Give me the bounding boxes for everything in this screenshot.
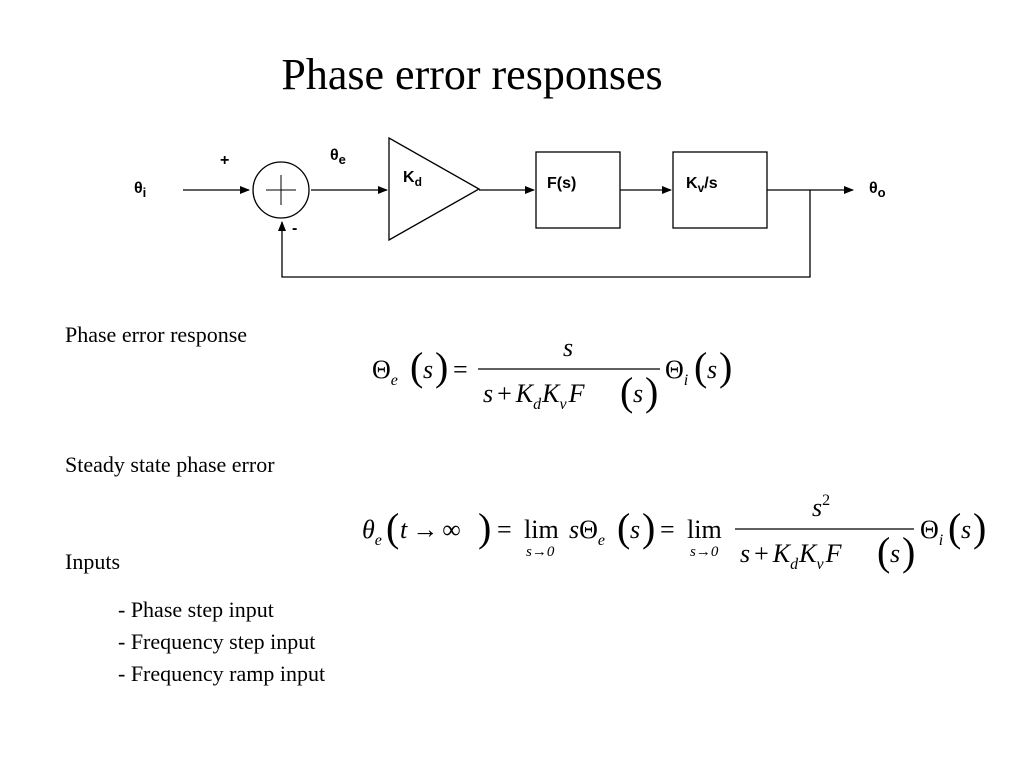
- svg-text:lim: lim: [687, 515, 722, 544]
- svg-text:s: s: [630, 515, 640, 544]
- svg-text:s: s: [707, 355, 717, 384]
- vco-block: [672, 151, 768, 229]
- input-item-frequency-ramp: - Frequency ramp input: [118, 661, 326, 686]
- svg-text:Θe: Θe: [372, 355, 398, 389]
- eq2-paren-open: (: [386, 505, 399, 550]
- svg-text:s: s: [890, 539, 900, 568]
- svg-text:t→∞: t→∞: [400, 515, 461, 544]
- gain-block: [388, 136, 481, 242]
- filter-block: [535, 151, 621, 229]
- equation-phase-error-response: Θe ( s ) = s s+KdKvF ( s ) Θi ( s ): [372, 333, 732, 414]
- eq1-rhs-paren-close: ): [719, 344, 732, 389]
- svg-text:s: s: [423, 355, 433, 384]
- eq2-arg-paren-open: (: [617, 505, 630, 550]
- minus-sign: -: [292, 220, 297, 237]
- plus-sign: +: [220, 152, 229, 169]
- svg-text:=: =: [453, 355, 468, 384]
- eq1-paren-close: ): [435, 344, 448, 389]
- svg-text:lim: lim: [524, 515, 559, 544]
- svg-text:s+KdKvF: s+KdKvF: [483, 379, 586, 413]
- svg-text:s→0: s→0: [690, 544, 719, 560]
- svg-text:=: =: [497, 515, 512, 544]
- eq2-rhs-paren-close: ): [973, 505, 986, 550]
- svg-text:s2: s2: [812, 492, 830, 522]
- eq1-rhs-paren-open: (: [694, 344, 707, 389]
- svg-text:Θi: Θi: [920, 515, 943, 549]
- svg-text:sΘe: sΘe: [569, 515, 605, 549]
- filter-block-label: F(s): [547, 175, 576, 192]
- eq1-den-paren-close: ): [645, 369, 658, 414]
- eq2-rhs-paren-open: (: [948, 505, 961, 550]
- eq2-den-paren-close: ): [902, 529, 915, 574]
- svg-text:s→0: s→0: [526, 544, 555, 560]
- equation-steady-state: θe ( t→∞ ) = lim s→0 sΘe ( s ) = lim s→0…: [362, 492, 986, 574]
- input-item-frequency-step: - Frequency step input: [118, 629, 316, 654]
- eq2-arg-paren-close: ): [642, 505, 655, 550]
- svg-text:s: s: [633, 379, 643, 408]
- feedback-line: [278, 190, 811, 278]
- section-inputs: Inputs: [65, 549, 120, 574]
- slide-title: Phase error responses: [281, 50, 663, 99]
- input-item-phase-step: - Phase step input: [118, 597, 274, 622]
- svg-text:=: =: [660, 515, 675, 544]
- svg-text:Θi: Θi: [665, 355, 688, 389]
- input-label: θi: [134, 180, 146, 200]
- error-label: θe: [330, 147, 346, 167]
- eq1-paren-open: (: [410, 344, 423, 389]
- svg-text:s: s: [961, 515, 971, 544]
- eq2-den-paren-open: (: [877, 529, 890, 574]
- section-steady-state-phase-error: Steady state phase error: [65, 452, 275, 477]
- svg-text:s+KdKvF: s+KdKvF: [740, 539, 843, 573]
- svg-text:s: s: [563, 333, 573, 362]
- gain-block-label: Kd: [403, 169, 422, 189]
- section-phase-error-response: Phase error response: [65, 322, 248, 347]
- eq2-paren-close: ): [478, 505, 491, 550]
- output-label: θo: [869, 180, 886, 200]
- eq1-den-paren-open: (: [620, 369, 633, 414]
- vco-block-label: Kv/s: [686, 175, 718, 195]
- svg-text:θe: θe: [362, 515, 382, 549]
